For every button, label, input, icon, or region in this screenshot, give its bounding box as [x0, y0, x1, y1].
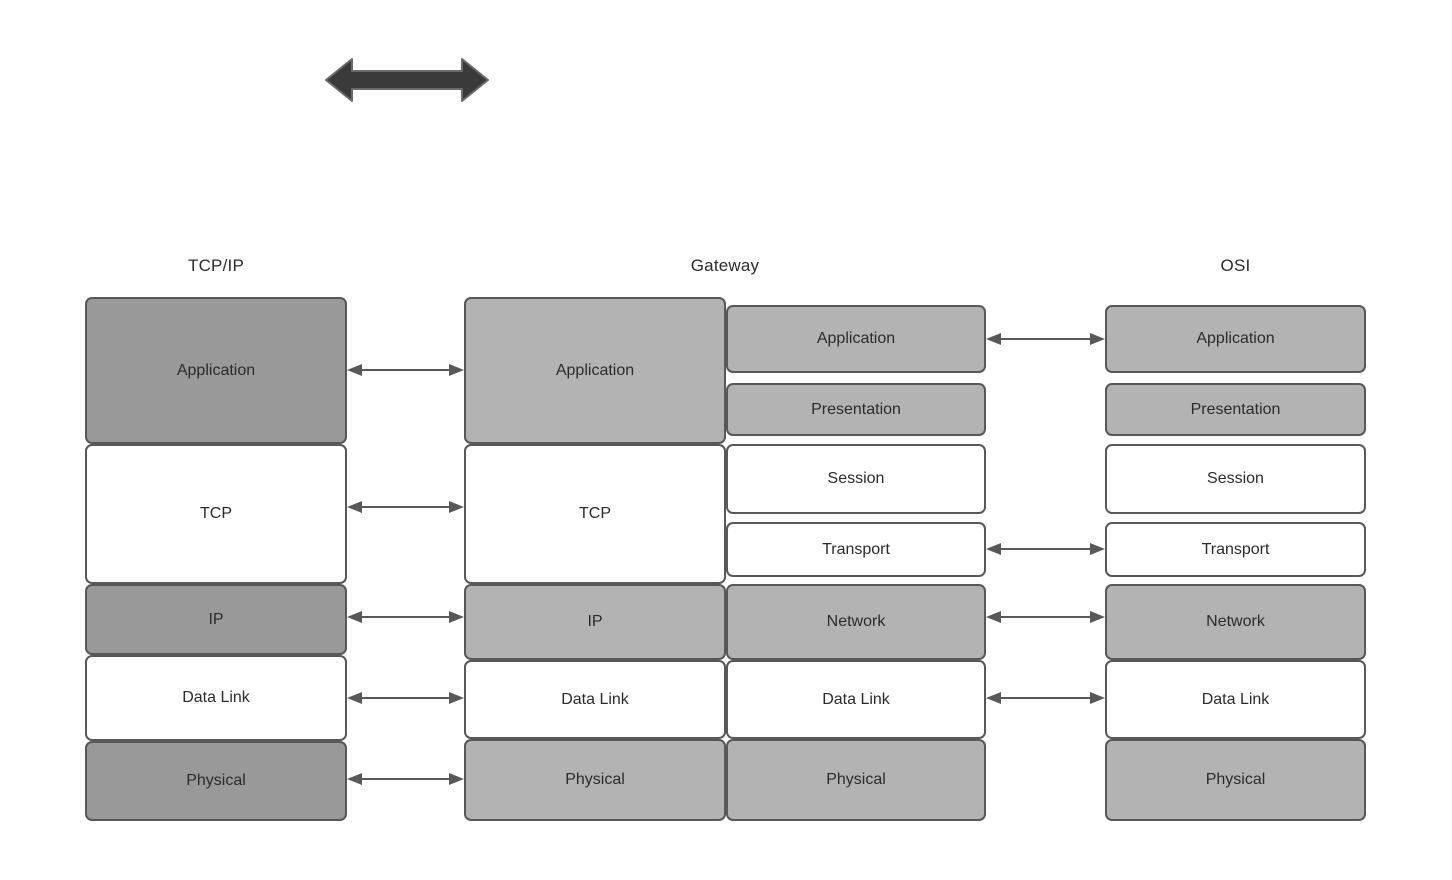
- gateway-right-layer-network[interactable]: Network: [726, 584, 986, 660]
- osi-layer-transport[interactable]: Transport: [1105, 522, 1366, 577]
- osi-layer-data-link[interactable]: Data Link: [1105, 660, 1366, 739]
- gateway-right-layer-session[interactable]: Session: [726, 444, 986, 514]
- layer-label: IP: [208, 610, 224, 628]
- gateway-right-layer-presentation[interactable]: Presentation: [726, 383, 986, 436]
- gateway-right-layer-transport[interactable]: Transport: [726, 522, 986, 577]
- connector-gateway-osi-application: [986, 329, 1105, 349]
- column-title-osi: OSI: [1220, 256, 1251, 275]
- layer-label: Session: [827, 470, 885, 487]
- layer-label: Application: [555, 361, 635, 379]
- layer-label: TCP: [579, 505, 611, 522]
- gateway-left-layer-ip[interactable]: IP: [464, 584, 726, 660]
- layer-label: Network: [826, 613, 886, 630]
- tcpip-layer-physical[interactable]: Physical: [85, 741, 347, 821]
- layer-label: IP: [587, 613, 603, 630]
- column-title-gateway: Gateway: [690, 256, 760, 275]
- osi-layer-presentation[interactable]: Presentation: [1105, 383, 1366, 436]
- layer-label: Session: [1207, 470, 1264, 487]
- layer-label: TCP: [200, 505, 232, 522]
- layer-label: Presentation: [1190, 400, 1281, 418]
- connector-gateway-osi-network: [986, 607, 1105, 627]
- layer-label: Application: [1196, 330, 1275, 347]
- connector-tcpip-gateway-data-link: [347, 688, 464, 708]
- layer-label: Application: [176, 361, 256, 379]
- layer-label: Physical: [1205, 771, 1266, 788]
- tcpip-layer-tcp[interactable]: TCP: [85, 444, 347, 584]
- tcpip-layer-ip[interactable]: IP: [85, 584, 347, 655]
- layer-label: Application: [816, 330, 896, 347]
- layer-label: Data Link: [1201, 690, 1270, 708]
- gateway-right-layer-application[interactable]: Application: [726, 305, 986, 373]
- layer-label: Physical: [565, 771, 625, 788]
- gateway-left-layer-data-link[interactable]: Data Link: [464, 660, 726, 739]
- gateway-left-layer-tcp[interactable]: TCP: [464, 444, 726, 584]
- connector-tcpip-gateway-application: [347, 360, 464, 380]
- gateway-right-layer-physical[interactable]: Physical: [726, 739, 986, 821]
- connector-tcpip-gateway-ip: [347, 607, 464, 627]
- osi-layer-physical[interactable]: Physical: [1105, 739, 1366, 821]
- tcpip-layer-application[interactable]: Application: [85, 297, 347, 444]
- gateway-left-layer-physical[interactable]: Physical: [464, 739, 726, 821]
- layer-label: Data Link: [561, 690, 629, 708]
- connector-tcpip-gateway-physical: [347, 769, 464, 789]
- layer-label: Transport: [822, 540, 890, 558]
- double-headed-arrow-icon: [322, 52, 492, 108]
- osi-layer-application[interactable]: Application: [1105, 305, 1366, 373]
- osi-layer-network[interactable]: Network: [1105, 584, 1366, 660]
- connector-tcpip-gateway-tcp: [347, 497, 464, 517]
- osi-layer-session[interactable]: Session: [1105, 444, 1366, 514]
- layer-label: Physical: [826, 771, 886, 788]
- tcpip-layer-data-link[interactable]: Data Link: [85, 655, 347, 741]
- layer-label: Data Link: [182, 689, 250, 706]
- layer-label: Transport: [1201, 540, 1270, 558]
- layer-label: Network: [1206, 613, 1265, 630]
- column-title-tcpip: TCP/IP: [188, 256, 244, 275]
- layer-label: Presentation: [811, 400, 901, 418]
- gateway-left-layer-application[interactable]: Application: [464, 297, 726, 444]
- connector-gateway-osi-data-link: [986, 688, 1105, 708]
- layer-label: Physical: [186, 772, 246, 789]
- layer-label: Data Link: [822, 690, 890, 708]
- gateway-right-layer-data-link[interactable]: Data Link: [726, 660, 986, 739]
- connector-gateway-osi-transport: [986, 539, 1105, 559]
